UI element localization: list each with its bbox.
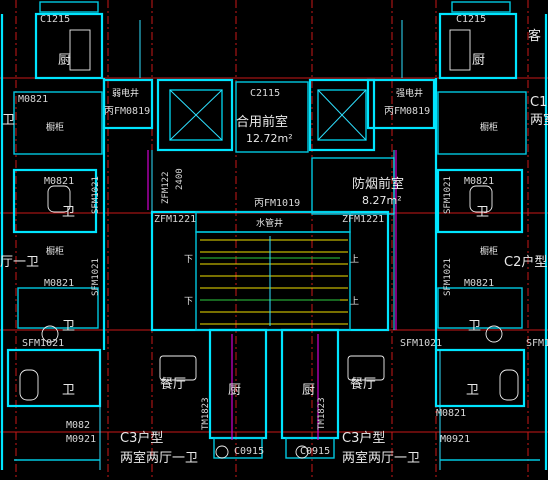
code-m0821-tl: M0821 (18, 94, 48, 105)
water-shaft-label: 水管井 (256, 217, 283, 229)
bath-label-l3: 卫 (62, 383, 75, 398)
stair-down-1: 下 (184, 255, 193, 265)
room-labels: 厨 厨 客 合用前室 12.72m² 防烟前室 8.27m² 弱电井 强电井 水… (2, 28, 541, 398)
kitchen-label-tr: 厨 (472, 53, 485, 68)
kitchen-label-br: 厨 (302, 383, 315, 398)
elevator-symbols (169, 89, 367, 141)
code-sfm1021-vl1: SFM1021 (91, 176, 101, 214)
strong-shaft-label: 强电井 (396, 87, 423, 99)
code-zfm1221-r: ZFM1221 (342, 214, 384, 225)
code-m0821-r2: M0821 (464, 278, 494, 289)
code-zfm1221-l: ZFM1221 (154, 214, 196, 225)
code-sfm1021-vl2: SFM1021 (91, 258, 101, 296)
shared-lobby-label: 合用前室 (236, 114, 288, 130)
code-c0915-l: C0915 (234, 446, 264, 457)
smoke-lobby-label: 防烟前室 (352, 176, 404, 192)
stair-up-2: 上 (350, 296, 359, 307)
unit-c2-label: C2户型 (504, 254, 547, 270)
unit-left-desc: 厅一卫 (0, 255, 39, 270)
unit-type-labels: C1户 两室 C2户型 厅一卫 C3户型 两室两厅一卫 C3户型 两室两厅一卫 (0, 94, 548, 466)
code-cfm0819-r: 丙FM0819 (384, 106, 430, 117)
weak-shaft-label: 弱电井 (112, 87, 139, 99)
code-sfm1021-r: SFM1021 (400, 338, 442, 349)
cabinet-label-r2: 橱柜 (480, 245, 498, 257)
code-c1215-l: C1215 (40, 14, 70, 25)
unit-c3-label-r: C3户型 (342, 430, 385, 446)
bath-label-l2: 卫 (62, 319, 75, 334)
code-dim2400: 2400 (175, 168, 185, 190)
bath-label-l0: 卫 (2, 113, 15, 128)
stair-up-1: 上 (350, 254, 359, 265)
code-cfm0819-l: 丙FM0819 (104, 106, 150, 117)
code-c2115: C2115 (250, 88, 280, 99)
code-m0921-r: M0921 (440, 434, 470, 445)
code-m0921-l: M0921 (66, 434, 96, 445)
unit-c3-desc-l: 两室两厅一卫 (120, 450, 198, 466)
code-cfm1019: 丙FM1019 (254, 198, 300, 209)
code-sfm1021-l: SFM1021 (22, 338, 64, 349)
guest-label-tr: 客 (528, 28, 541, 44)
code-zfm122-v: ZFM122 (161, 171, 171, 204)
smoke-lobby-area: 8.27m² (362, 194, 402, 207)
stair-down-2: 下 (184, 297, 193, 307)
dining-label-r: 餐厅 (350, 376, 376, 392)
unit-c3-desc-r: 两室两厅一卫 (342, 450, 420, 466)
code-m0821-l2: M0821 (44, 278, 74, 289)
bath-label-l1: 卫 (62, 205, 75, 220)
code-sfm1021-vr2: SFM1021 (443, 258, 453, 296)
unit-c1-label: C1户 (530, 94, 548, 110)
bath-label-r1: 卫 (476, 205, 489, 220)
cabinet-label-l1: 橱柜 (46, 121, 64, 133)
component-codes: C1215 C1215 C2115 丙FM0819 丙FM0819 丙FM101… (18, 14, 548, 457)
unit-c1-desc: 两室 (530, 112, 548, 128)
cabinet-label-l2: 橱柜 (46, 245, 64, 257)
code-c1215-r: C1215 (456, 14, 486, 25)
stair-treads (200, 236, 348, 326)
kitchen-label-bl: 厨 (228, 383, 241, 398)
code-m0821-r1: M0821 (464, 176, 494, 187)
code-sfm102-r: SFM102 (526, 338, 548, 349)
cabinet-label-r1: 橱柜 (480, 121, 498, 133)
code-tm1823-l: TM1823 (201, 397, 211, 430)
code-m082: M082 (66, 420, 90, 431)
walls (0, 1, 548, 470)
code-m0821-r3: M0821 (436, 408, 466, 419)
kitchen-label-tl: 厨 (58, 53, 71, 68)
code-sfm1021-vr1: SFM1021 (443, 176, 453, 214)
code-m0821-l1: M0821 (44, 176, 74, 187)
unit-c3-label-l: C3户型 (120, 430, 163, 446)
bath-label-r2: 卫 (468, 319, 481, 334)
code-c0915-r: C0915 (300, 446, 330, 457)
code-tm1823-r: TM1823 (317, 397, 327, 430)
fixtures (19, 29, 519, 459)
bath-label-r3: 卫 (466, 383, 479, 398)
dining-label-l: 餐厅 (160, 376, 186, 392)
shared-lobby-area: 12.72m² (246, 132, 293, 145)
dimension-marks (147, 150, 397, 440)
